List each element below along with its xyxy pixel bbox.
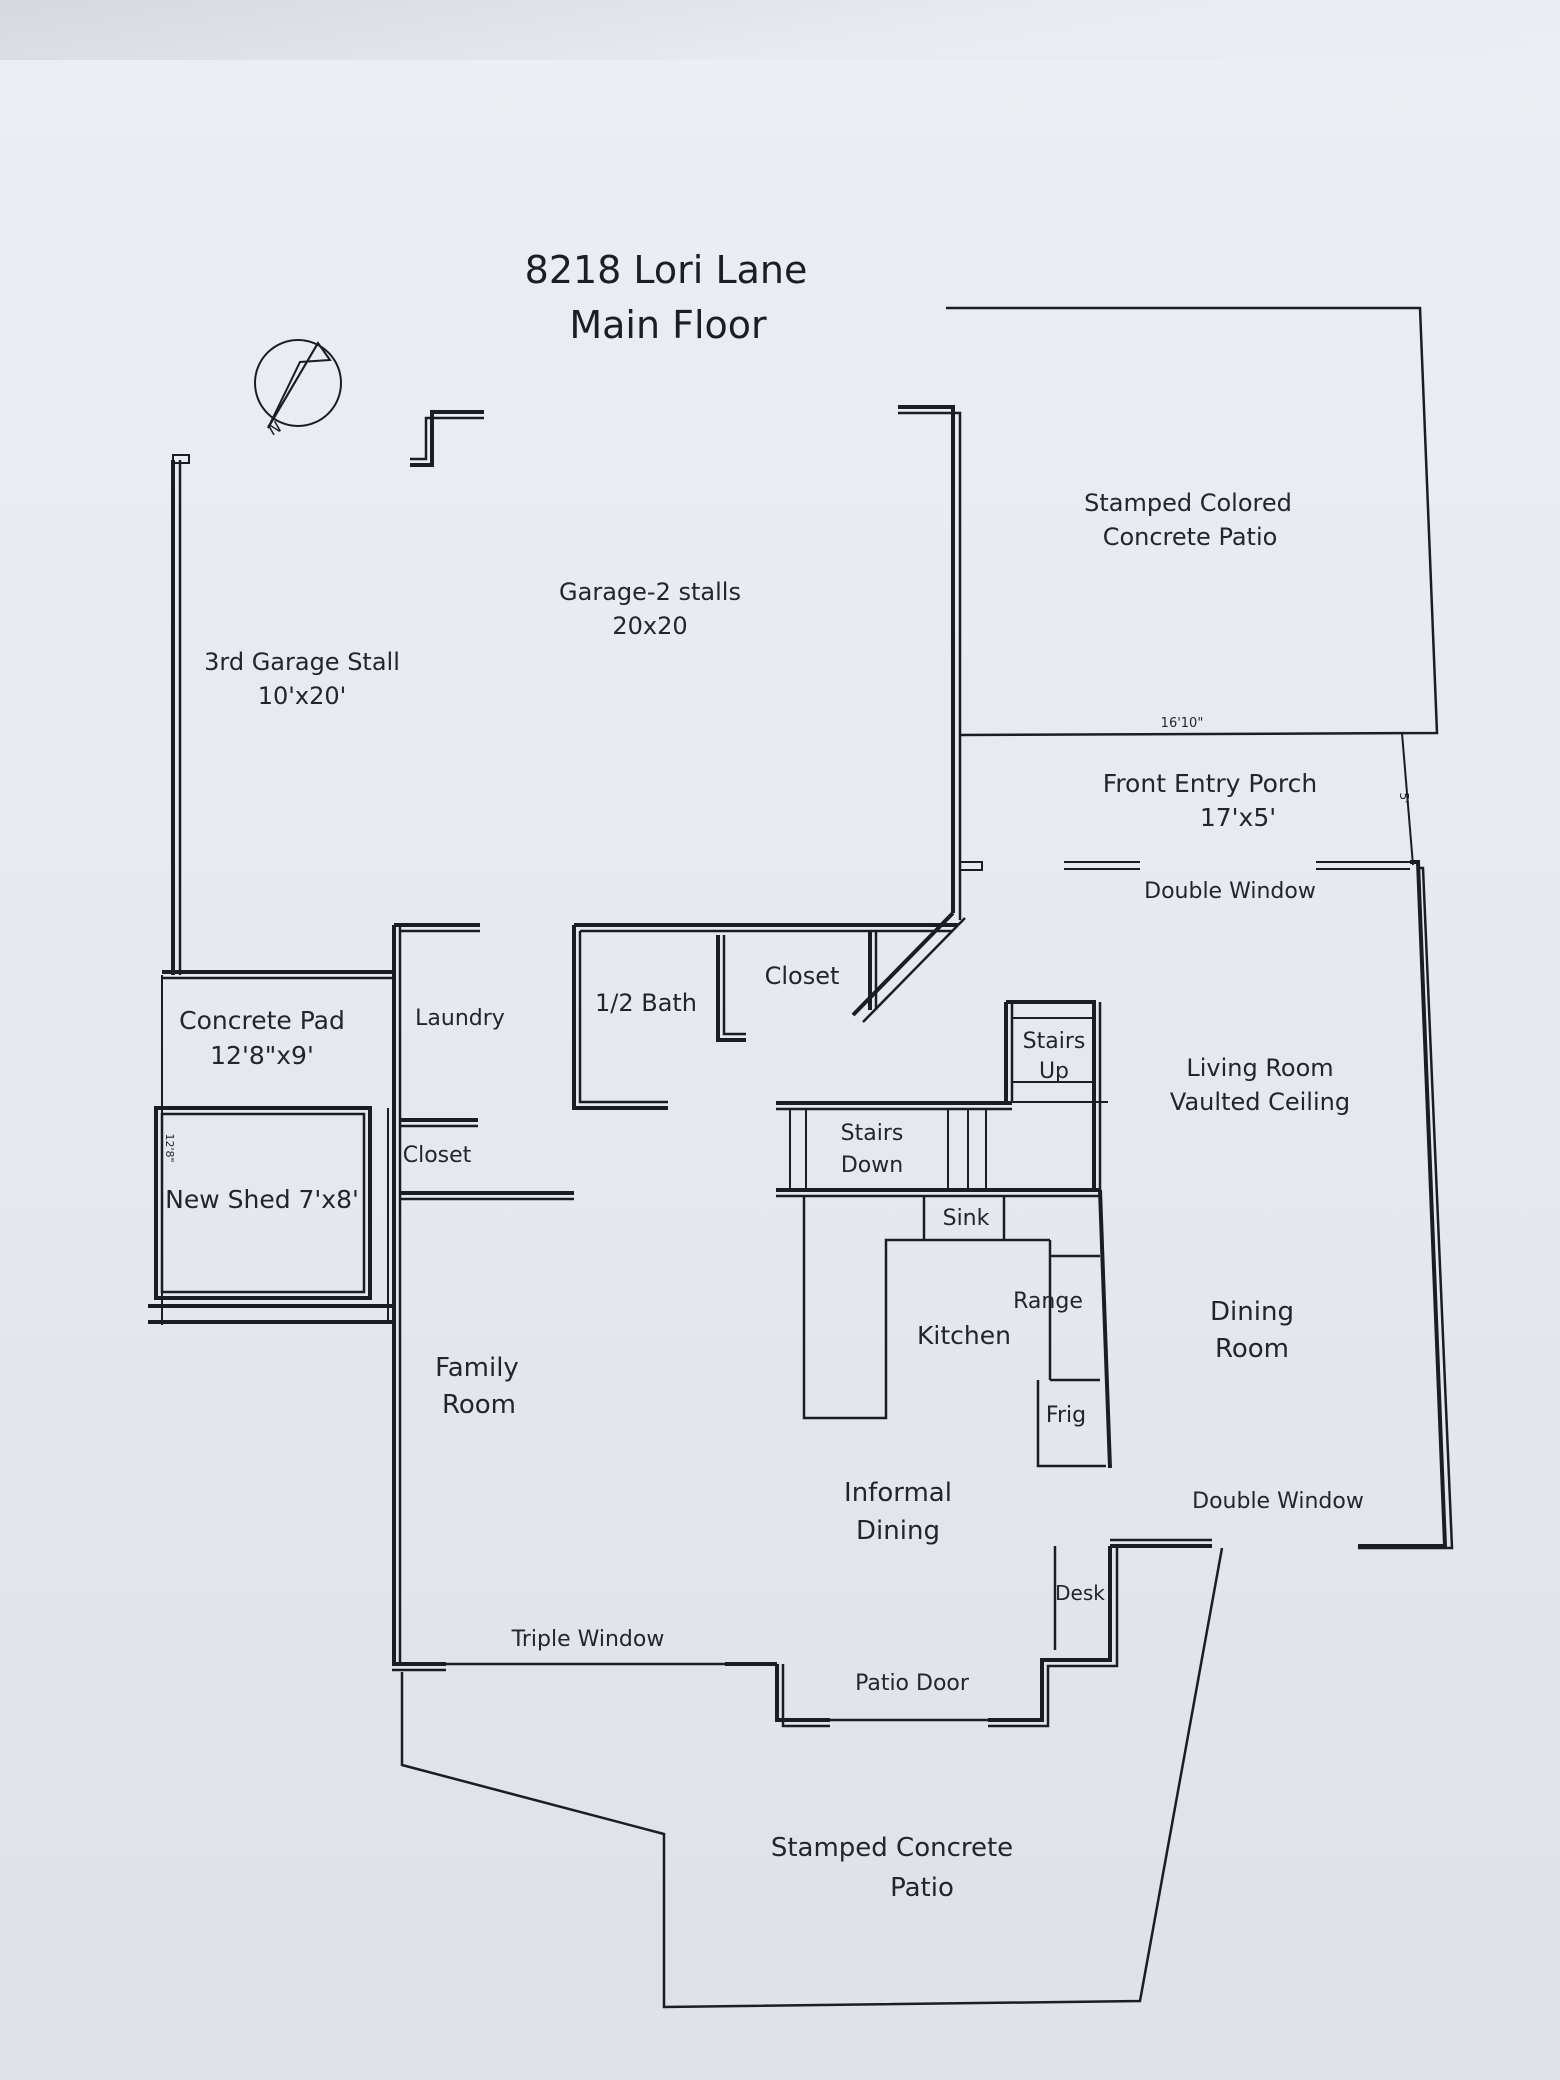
laundry-label: Laundry [415, 1006, 505, 1031]
half-bath-label: 1/2 Bath [595, 989, 697, 1017]
concrete-pad-dims: 12'8"x9' [210, 1041, 314, 1070]
double-window-top-right [1316, 861, 1410, 870]
closet-left-label: Closet [403, 1143, 472, 1168]
family-room-label-line2: Room [442, 1390, 516, 1420]
bottom-patio-label-line2: Patio [890, 1873, 954, 1903]
plan-title-address: 8218 Lori Lane [525, 248, 808, 292]
top-patio-label-line2: Concrete Patio [1103, 523, 1278, 551]
porch-label: Front Entry Porch [1103, 769, 1317, 798]
garage-door-jog [410, 410, 484, 467]
porch-depth-dimension: 5' [1397, 793, 1411, 804]
north-letter: N [265, 417, 285, 439]
concrete-pad-label: Concrete Pad [179, 1006, 345, 1035]
stairs-up-outline [1004, 1002, 1012, 1105]
shed-side-dimension: 12'8" [163, 1133, 176, 1162]
sink-box [922, 1196, 1006, 1240]
dining-room-label-line2: Room [1215, 1334, 1289, 1364]
stairs-down-label-line2: Down [841, 1153, 903, 1178]
sink-label: Sink [943, 1206, 990, 1231]
family-room-label-line1: Family [435, 1353, 519, 1383]
patio-door-label: Patio Door [855, 1671, 970, 1696]
double-window-top-label: Double Window [1144, 879, 1316, 904]
house-right-wall [1358, 860, 1448, 1548]
stairs-up-label-line1: Stairs [1023, 1029, 1086, 1054]
range-box [1048, 1240, 1100, 1382]
double-window-top-left [1064, 861, 1140, 870]
frig-box [1036, 1380, 1106, 1468]
dining-room-label-line1: Dining [1210, 1297, 1294, 1327]
stairs-down-label-line1: Stairs [841, 1121, 904, 1146]
frig-label: Frig [1046, 1403, 1086, 1428]
garage-dims: 20x20 [612, 612, 687, 640]
living-room-label-line2: Vaulted Ceiling [1170, 1088, 1350, 1116]
new-shed [154, 1106, 372, 1300]
informal-dining-label-line2: Dining [856, 1516, 940, 1546]
paper-edge-shadow [0, 0, 1560, 60]
double-window-bottom-label: Double Window [1192, 1489, 1364, 1514]
garage-right-wall [898, 405, 955, 913]
living-room-label-line1: Living Room [1186, 1054, 1333, 1082]
plan-title-floor: Main Floor [569, 303, 767, 347]
stairs-up-label-line2: Up [1039, 1059, 1069, 1084]
top-patio-label-line1: Stamped Colored [1084, 489, 1292, 517]
porch-dims: 17'x5' [1200, 803, 1276, 832]
bottom-patio-outline [400, 1547, 1224, 2009]
informal-dining-label-line1: Informal [844, 1478, 952, 1508]
kitchen-counter [802, 1196, 1050, 1420]
porch-width-dimension: 16'10" [1161, 716, 1204, 731]
stairs-down-treads [789, 1109, 987, 1190]
top-patio-outline [946, 306, 1439, 737]
closet-top-label: Closet [765, 962, 840, 990]
third-stall-label: 3rd Garage Stall [204, 648, 400, 676]
desk-wall [988, 1546, 1112, 1722]
bottom-patio-label-line1: Stamped Concrete [771, 1833, 1013, 1863]
new-shed-label: New Shed 7'x8' [165, 1185, 359, 1214]
kitchen-label: Kitchen [917, 1321, 1011, 1350]
garage-label: Garage-2 stalls [559, 578, 741, 606]
desk-label: Desk [1055, 1581, 1105, 1605]
range-label: Range [1013, 1289, 1083, 1314]
north-arrow-icon: N [254, 339, 342, 439]
third-stall-dims: 10'x20' [258, 682, 346, 710]
triple-window-label: Triple Window [511, 1627, 665, 1652]
